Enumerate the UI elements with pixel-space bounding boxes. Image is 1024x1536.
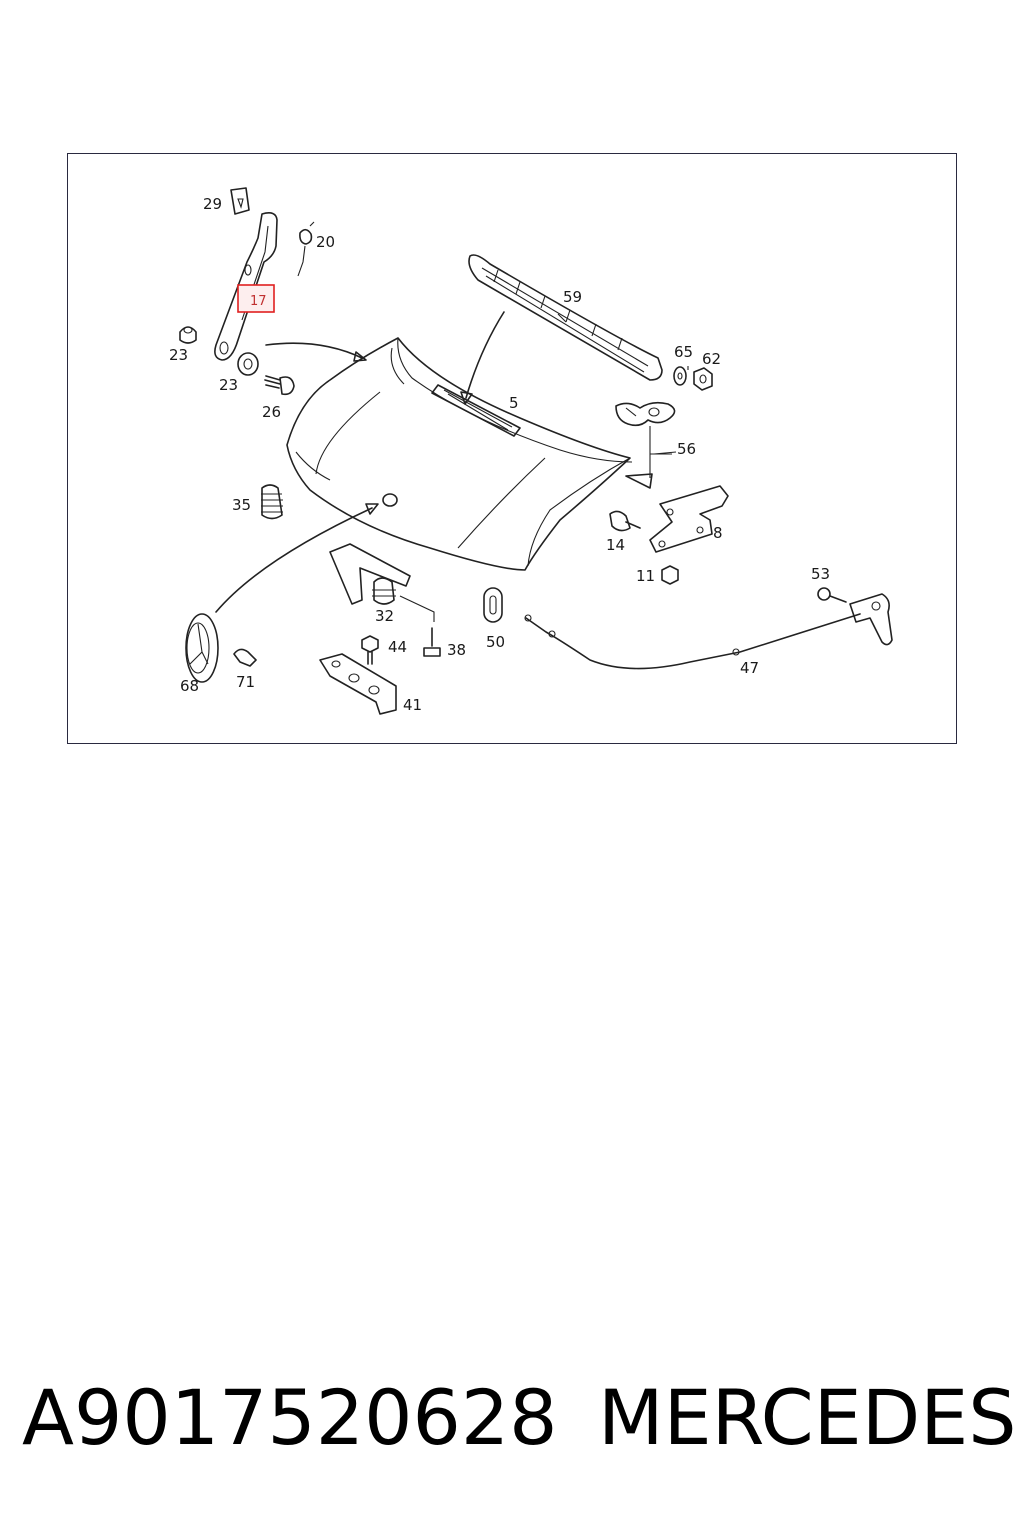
part-44-bolt <box>361 635 379 665</box>
callout-71: 71 <box>236 673 255 691</box>
callout-14: 14 <box>606 536 625 554</box>
part-35-bump-stop <box>261 484 283 520</box>
callout-29: 29 <box>203 195 222 213</box>
part-62-nut <box>693 367 713 391</box>
part-5-hood[interactable] <box>286 337 633 571</box>
parts-diagram: 29 20 17 23 23 26 59 5 65 62 56 35 8 14 … <box>169 187 893 715</box>
brand-name: MERCEDES <box>598 1373 1017 1462</box>
callout-11: 11 <box>636 567 655 585</box>
part-59-grille <box>468 254 663 381</box>
part-20-spring <box>297 221 315 277</box>
callout-68: 68 <box>180 677 199 695</box>
part-23-washer <box>237 352 259 376</box>
callout-65: 65 <box>674 343 693 361</box>
arrow-17-to-hood <box>265 342 363 359</box>
callout-47: 47 <box>740 659 759 677</box>
part-38-screw <box>423 627 441 657</box>
part-71-clip <box>233 648 257 667</box>
callout-20: 20 <box>316 233 335 251</box>
callout-44: 44 <box>388 638 407 656</box>
part-50-grommet <box>483 587 503 623</box>
footer: A9017520628 MERCEDES <box>0 1370 1024 1470</box>
callout-5: 5 <box>509 394 519 412</box>
part-47-release-handle <box>849 593 893 646</box>
callout-26: 26 <box>262 403 281 421</box>
callout-50: 50 <box>486 633 505 651</box>
part-11-nut <box>661 565 679 585</box>
arrow-68-to-hood <box>215 507 373 613</box>
callout-62: 62 <box>702 350 721 368</box>
callout-32: 32 <box>375 607 394 625</box>
part-8-hinge <box>649 485 729 553</box>
part-56-bracket <box>615 401 676 489</box>
part-23-grommet <box>179 326 197 344</box>
callout-38: 38 <box>447 641 466 659</box>
diagram-frame <box>67 153 957 744</box>
callout-17[interactable]: 17 <box>250 294 267 309</box>
part-41-bracket <box>319 653 397 715</box>
part-65-washer <box>673 366 687 386</box>
part-47-cable <box>524 613 861 670</box>
callout-23: 23 <box>219 376 238 394</box>
callout-56: 56 <box>677 440 696 458</box>
part-26-bolt <box>264 375 295 396</box>
part-53-screw <box>817 587 847 603</box>
part-68-emblem <box>185 613 219 683</box>
callout-53: 53 <box>811 565 830 583</box>
part-29-clip <box>230 187 250 215</box>
callout-35: 35 <box>232 496 251 514</box>
leader-lines <box>557 313 689 455</box>
callout-8: 8 <box>713 524 723 542</box>
callout-59: 59 <box>563 288 582 306</box>
part-14-bolt <box>609 510 641 532</box>
part-number: A9017520628 <box>22 1373 558 1462</box>
highlight-box-17[interactable] <box>237 284 275 313</box>
arrow-59-to-hood <box>465 311 505 399</box>
callout-41: 41 <box>403 696 422 714</box>
callout-23: 23 <box>169 346 188 364</box>
part-32-hood-lock <box>329 543 435 622</box>
